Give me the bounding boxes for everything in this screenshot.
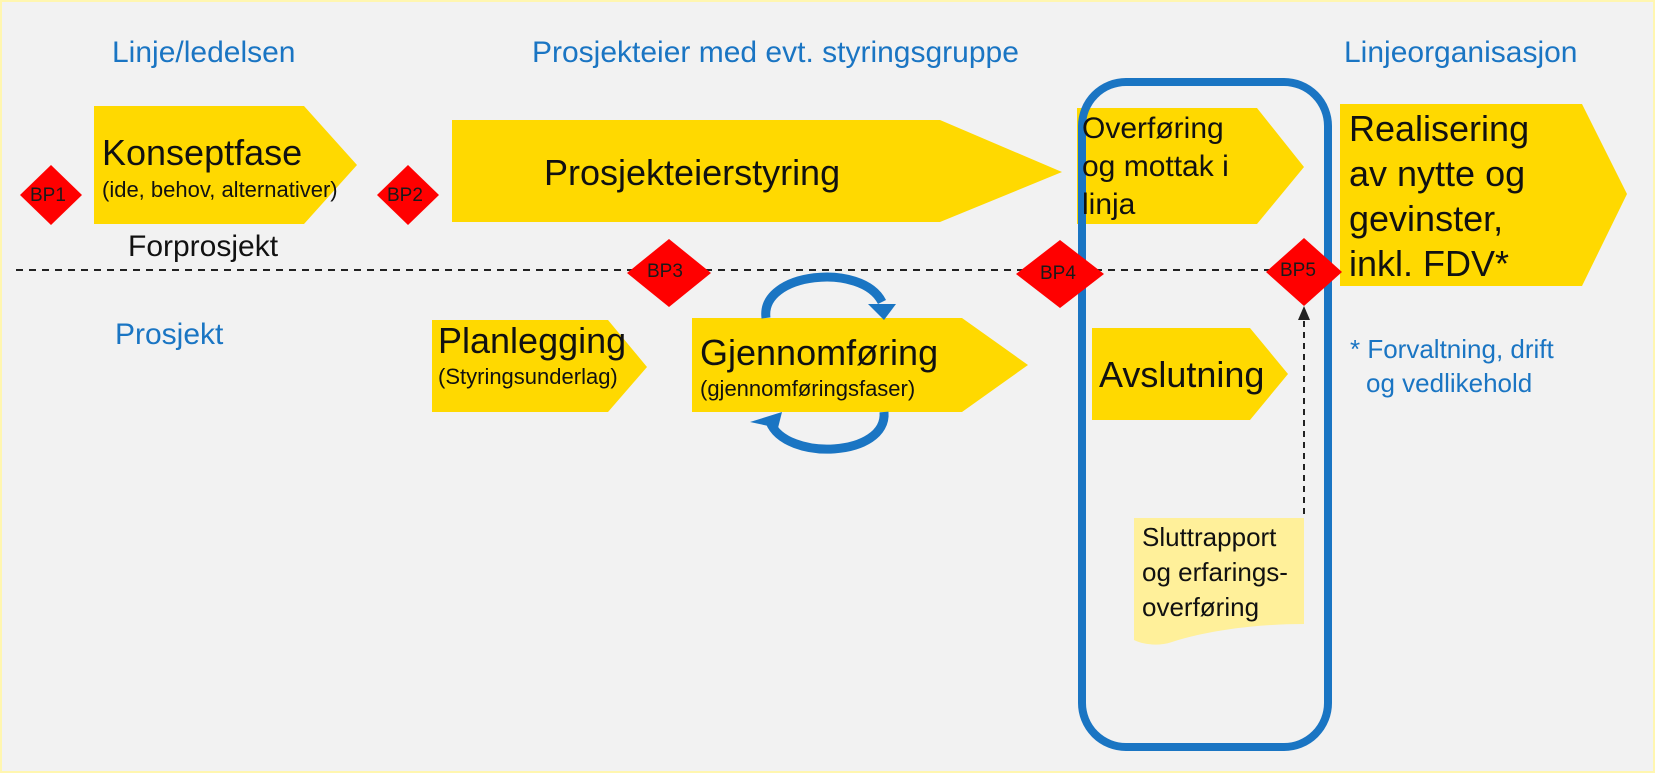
report-link-head xyxy=(1298,306,1310,320)
header-project: Prosjekt xyxy=(115,318,224,351)
overforing-line-3: linja xyxy=(1082,188,1136,221)
realisering-line-3: gevinster, xyxy=(1349,198,1504,239)
realisering-line-2: av nytte og xyxy=(1349,153,1526,194)
bp1-label: BP1 xyxy=(30,185,66,206)
header-line-management: Linje/ledelsen xyxy=(112,36,296,69)
bp4-label: BP4 xyxy=(1040,263,1076,284)
gjennomforing-arrow xyxy=(692,318,1028,412)
bp5-diamond xyxy=(1266,238,1342,306)
overforing-line-2: og mottak i xyxy=(1082,150,1229,183)
realisering-line-4: inkl. FDV* xyxy=(1349,243,1510,284)
realisering-arrow xyxy=(1340,104,1627,286)
prosjekteierstyring-label: Prosjekteierstyring xyxy=(544,152,841,193)
planlegging-title: Planlegging xyxy=(438,320,627,361)
cycle-arrow-top-head xyxy=(868,304,896,320)
bp3-label: BP3 xyxy=(647,261,683,282)
bp2-diamond xyxy=(377,165,439,225)
bp3-diamond xyxy=(627,239,711,307)
forprosjekt-label: Forprosjekt xyxy=(128,230,279,263)
konseptfase-title: Konseptfase xyxy=(102,132,303,173)
report-line-3: overføring xyxy=(1142,592,1260,622)
planlegging-arrow xyxy=(432,320,647,412)
report-line-1: Sluttrapport xyxy=(1142,522,1277,552)
transfer-frame xyxy=(1078,78,1332,751)
avslutning-label: Avslutning xyxy=(1099,354,1265,395)
realisering-line-1: Realisering xyxy=(1349,108,1530,149)
gjennomforing-title: Gjennomføring xyxy=(700,332,939,373)
bp4-diamond xyxy=(1016,240,1104,308)
report-label: Sluttrapport og erfarings- overføring xyxy=(1142,520,1288,625)
realisering-label: Realisering av nytte og gevinster, inkl.… xyxy=(1349,106,1529,286)
avslutning-arrow xyxy=(1092,328,1288,420)
prosjekteierstyring-arrow xyxy=(452,120,1062,222)
konseptfase-subtitle: (ide, behov, alternativer) xyxy=(102,177,338,202)
konseptfase-arrow xyxy=(94,106,357,224)
footnote-line-2: og vedlikehold xyxy=(1366,368,1533,398)
cycle-arrow-bottom-head xyxy=(750,412,782,428)
bp2-label: BP2 xyxy=(387,185,423,206)
header-line-org: Linjeorganisasjon xyxy=(1344,36,1578,69)
bp5-label: BP5 xyxy=(1280,260,1316,281)
header-project-owner: Prosjekteier med evt. styringsgruppe xyxy=(532,36,1019,69)
cycle-arrow-bottom xyxy=(765,411,889,454)
report-line-2: og erfarings- xyxy=(1142,557,1288,587)
overforing-line-1: Overføring xyxy=(1082,112,1224,145)
gjennomforing-subtitle: (gjennomføringsfaser) xyxy=(700,376,916,401)
overforing-arrow xyxy=(1077,108,1304,224)
cycle-arrow-top xyxy=(761,272,887,319)
footnote: * Forvaltning, drift og vedlikehold xyxy=(1350,332,1554,400)
overforing-label: Overføring og mottak i linja xyxy=(1082,110,1229,224)
footnote-line-1: * Forvaltning, drift xyxy=(1350,334,1554,364)
bp1-diamond xyxy=(20,165,82,225)
planlegging-subtitle: (Styringsunderlag) xyxy=(438,364,618,389)
report-note xyxy=(1134,518,1304,645)
